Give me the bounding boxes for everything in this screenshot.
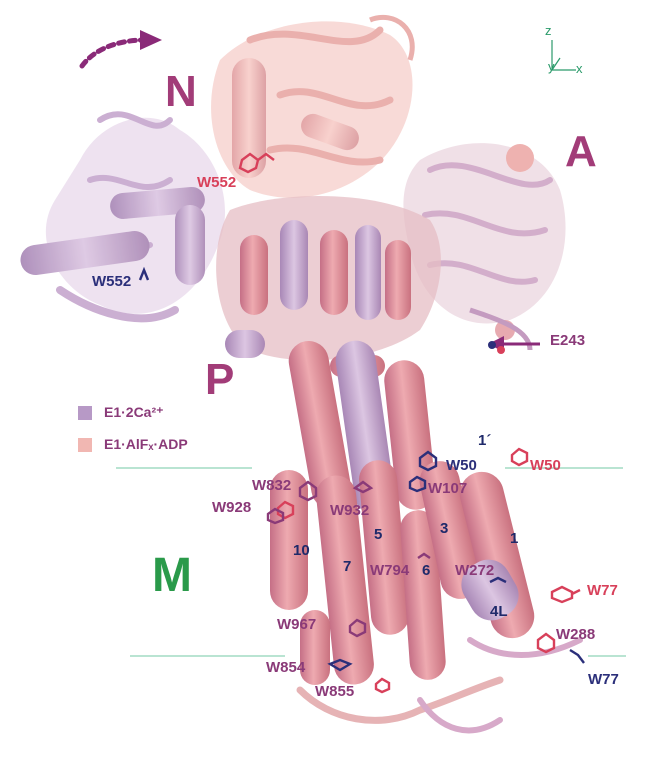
legend-swatch-e1-2ca (78, 406, 92, 420)
axis-label-y: y (548, 60, 555, 73)
legend-label-e1-2ca: E1·2Ca²⁺ (104, 405, 164, 419)
residue-label-w50-navy: W50 (446, 458, 477, 473)
helix-label-1-prime: 1´ (478, 433, 491, 448)
residue-label-w77-navy: W77 (588, 672, 619, 687)
residue-label-w855: W855 (315, 684, 354, 699)
helix-label-3: 3 (440, 521, 448, 536)
residue-label-w854: W854 (266, 660, 305, 675)
residue-label-w932: W932 (330, 503, 369, 518)
domain-label-n: N (165, 70, 197, 114)
residue-label-w832: W832 (252, 478, 291, 493)
transmembrane-helices (270, 338, 580, 731)
residue-label-w288: W288 (556, 627, 595, 642)
domain-label-p: P (205, 358, 234, 402)
helix-label-5: 5 (374, 527, 382, 542)
domain-label-m: M (152, 552, 192, 600)
legend-label-e1-alfx-adp: E1·AlFₓ·ADP (104, 437, 188, 451)
p-domain (216, 196, 441, 377)
helix-label-4l: 4L (490, 604, 508, 619)
helix-label-7: 7 (343, 559, 351, 574)
axis-label-x: x (576, 62, 583, 75)
residue-label-w552-pink: W552 (197, 175, 236, 190)
residue-label-w928: W928 (212, 500, 251, 515)
domain-label-a: A (565, 130, 597, 174)
e243-pointer-arrow (488, 336, 540, 354)
helix-label-10: 10 (293, 543, 310, 558)
residue-label-w967: W967 (277, 617, 316, 632)
residue-label-w272: W272 (455, 563, 494, 578)
residue-label-e243: E243 (550, 333, 585, 348)
legend-swatch-e1-alfx-adp (78, 438, 92, 452)
coordinate-axes (552, 40, 576, 70)
residue-label-w794: W794 (370, 563, 409, 578)
rotation-arrow (82, 30, 162, 66)
n-domain-pink (211, 17, 412, 197)
residue-label-w50-pink: W50 (530, 458, 561, 473)
residue-label-w552-purple: W552 (92, 274, 131, 289)
residue-label-w107: W107 (428, 481, 467, 496)
helix-label-6: 6 (422, 563, 430, 578)
helix-label-1: 1 (510, 531, 518, 546)
residue-label-w77-pink: W77 (587, 583, 618, 598)
axis-label-z: z (545, 24, 552, 37)
